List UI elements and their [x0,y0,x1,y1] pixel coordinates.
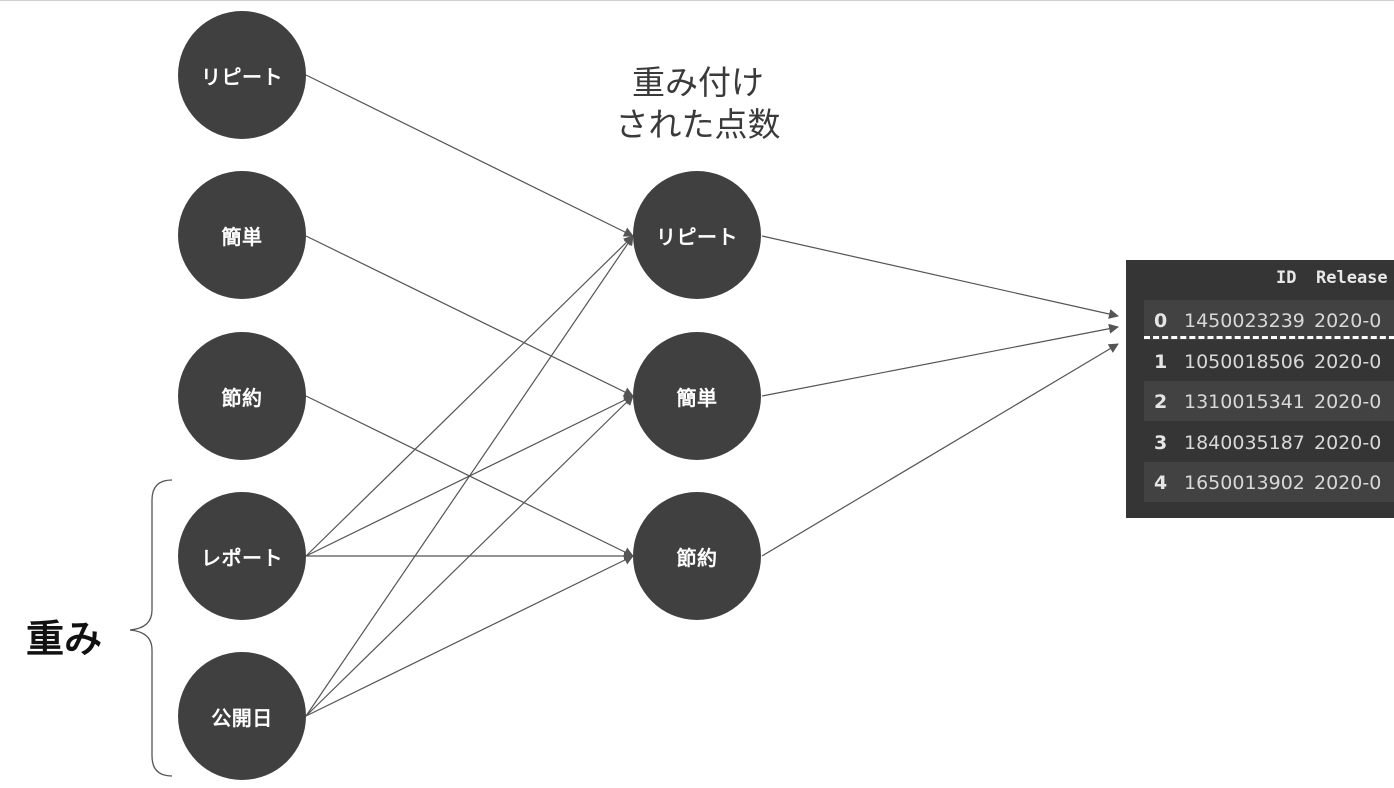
row-index: 1 [1154,351,1168,373]
left-node-report: レポート [178,492,306,620]
table-row: 2 1310015341 2020-0 [1144,381,1394,421]
edge-easy-to-easy [305,235,634,397]
table-row: 4 1650013902 2020-0 [1144,462,1394,502]
row-release: 2020-0 [1314,310,1382,332]
left-node-easy: 簡単 [178,171,306,299]
row-id: 1450023239 [1184,310,1305,332]
row-index: 4 [1154,472,1168,494]
table-row: 3 1840035187 2020-0 [1144,422,1394,462]
left-node-release: 公開日 [178,652,306,780]
edge-report-to-repeat [305,235,634,557]
mid-node-save: 節約 [633,492,761,620]
row-index: 3 [1154,432,1168,454]
left-node-repeat: リピート [178,11,306,139]
row-id: 1050018506 [1184,351,1305,373]
row-release: 2020-0 [1314,432,1382,454]
row-release: 2020-0 [1314,391,1382,413]
weight-brace [129,479,173,777]
weighted-score-title: 重み付け された点数 [598,62,798,146]
highlight-dash [1144,336,1394,339]
dataframe-table: ID Release 0 1450023239 2020-0 1 1050018… [1126,260,1394,518]
row-id: 1310015341 [1184,391,1305,413]
row-release: 2020-0 [1314,472,1382,494]
row-id: 1650013902 [1184,472,1305,494]
left-node-save: 節約 [178,332,306,460]
edge-save-to-table [761,343,1119,557]
title-line1: 重み付け [632,63,764,102]
table-row: 0 1450023239 2020-0 [1144,300,1394,340]
edge-repeat-to-table [761,235,1119,319]
edge-release-to-save [305,555,634,717]
row-index: 0 [1154,310,1168,332]
weight-label: 重み [26,617,103,661]
top-border [0,0,1394,1]
edge-release-to-repeat [305,235,634,717]
row-id: 1840035187 [1184,432,1305,454]
row-index: 2 [1154,391,1168,413]
edge-easy-to-table [761,323,1119,397]
edge-release-to-easy [305,395,634,717]
edge-repeat-to-repeat [305,74,634,237]
table-row: 1 1050018506 2020-0 [1144,341,1394,381]
row-release: 2020-0 [1314,351,1382,373]
mid-node-repeat: リピート [633,171,761,299]
column-header-release: Release [1316,268,1388,288]
title-line2: された点数 [615,105,781,144]
column-header-id: ID [1276,268,1297,288]
mid-node-easy: 簡単 [633,332,761,460]
